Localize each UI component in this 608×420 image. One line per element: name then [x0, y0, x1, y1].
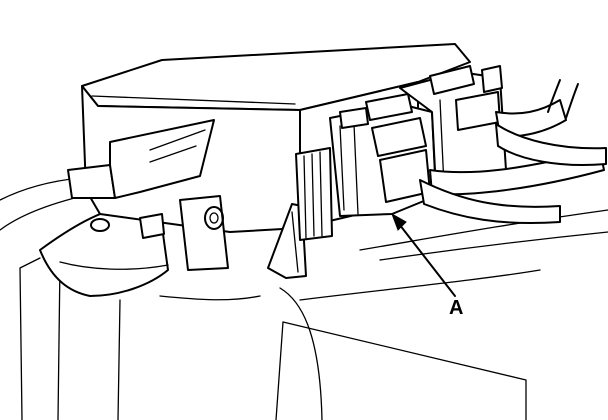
- callout-arrowhead: [391, 212, 407, 231]
- mounting-bracket: [39, 204, 169, 297]
- mounting-panel: [0, 177, 608, 420]
- wire-harness: [419, 79, 607, 225]
- callout-a-leader: [391, 212, 456, 297]
- retaining-clip: [267, 203, 307, 279]
- connector-a: [329, 93, 437, 217]
- mounting-tab: [67, 119, 229, 271]
- connector-housing-ribs: [295, 147, 333, 241]
- callout-label-a: A: [449, 297, 464, 319]
